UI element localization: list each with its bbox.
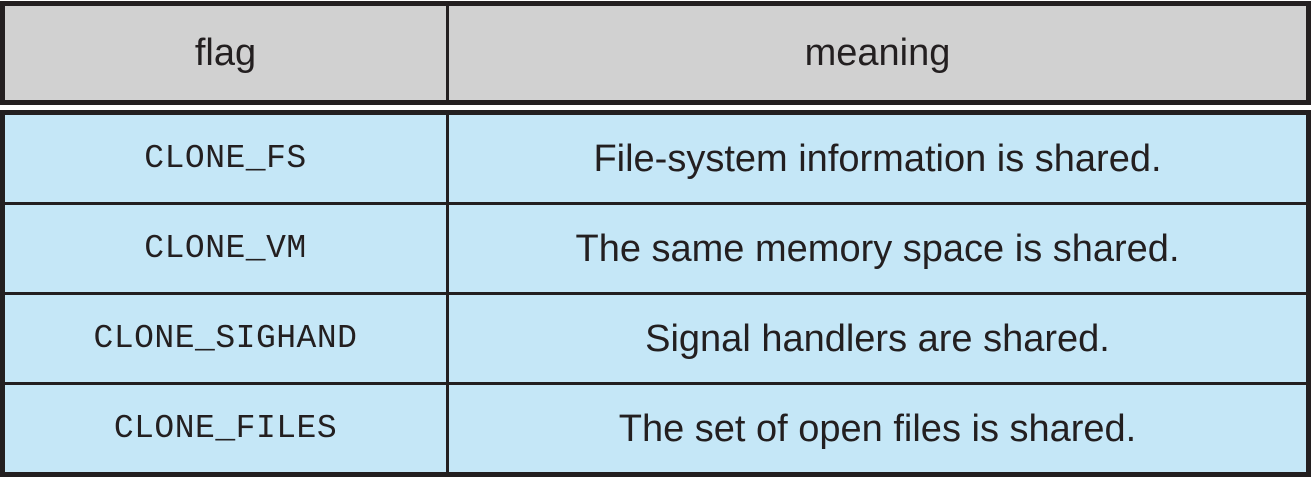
cell-flag: CLONE_FS xyxy=(5,115,449,202)
flag-meaning: The same memory space is shared. xyxy=(575,227,1180,270)
flag-meaning: The set of open files is shared. xyxy=(618,407,1137,450)
flag-meaning: Signal handlers are shared. xyxy=(645,317,1110,360)
column-header-meaning: meaning xyxy=(449,6,1306,100)
cell-meaning: File-system information is shared. xyxy=(449,115,1306,202)
column-header-flag-label: flag xyxy=(194,32,257,74)
column-header-flag: flag xyxy=(5,6,449,100)
table-row: CLONE_VM The same memory space is shared… xyxy=(5,205,1306,295)
column-header-meaning-label: meaning xyxy=(804,32,951,74)
table-row: CLONE_FILES The set of open files is sha… xyxy=(5,385,1306,472)
cell-meaning: The set of open files is shared. xyxy=(449,385,1306,472)
cell-flag: CLONE_FILES xyxy=(5,385,449,472)
table-body-block: CLONE_FS File-system information is shar… xyxy=(0,110,1311,477)
table-row: CLONE_SIGHAND Signal handlers are shared… xyxy=(5,295,1306,385)
flag-name: CLONE_SIGHAND xyxy=(93,320,358,357)
cell-meaning: Signal handlers are shared. xyxy=(449,295,1306,382)
table-row: CLONE_FS File-system information is shar… xyxy=(5,115,1306,205)
cell-flag: CLONE_VM xyxy=(5,205,449,292)
table-header-block: flag meaning xyxy=(0,1,1311,105)
flag-meaning: File-system information is shared. xyxy=(593,137,1162,180)
flag-name: CLONE_VM xyxy=(144,230,307,267)
cell-meaning: The same memory space is shared. xyxy=(449,205,1306,292)
flag-name: CLONE_FS xyxy=(144,140,307,177)
cell-flag: CLONE_SIGHAND xyxy=(5,295,449,382)
flag-name: CLONE_FILES xyxy=(113,410,338,447)
